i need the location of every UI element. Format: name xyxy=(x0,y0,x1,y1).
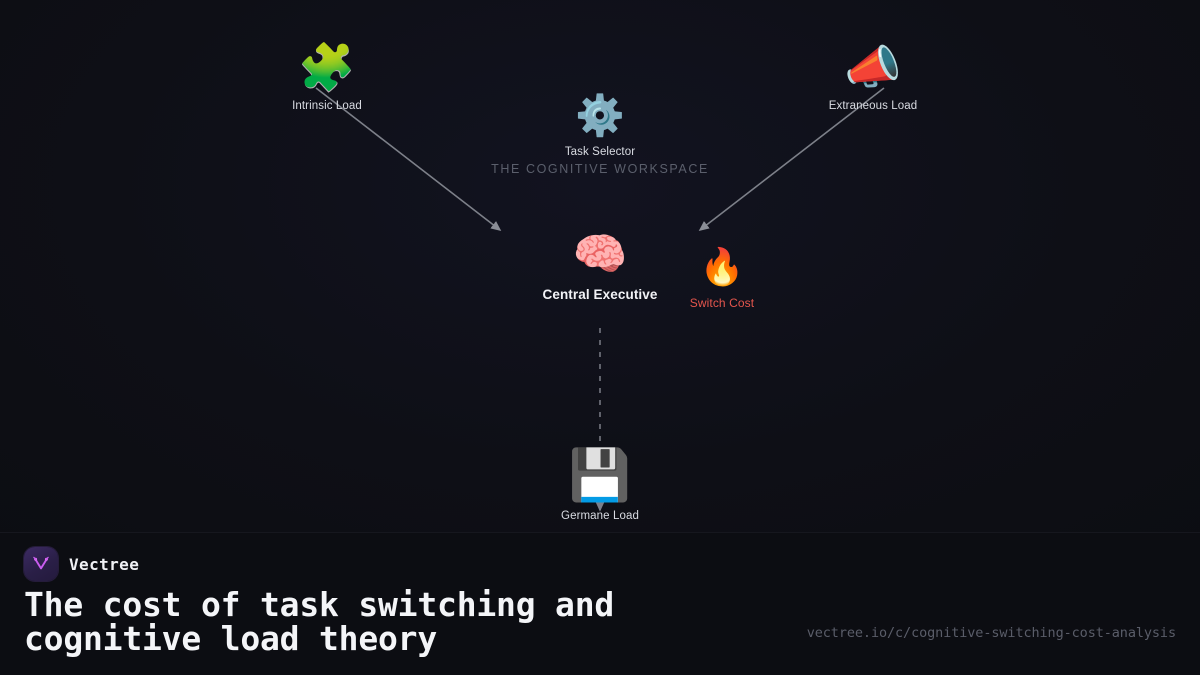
node-switch-cost[interactable]: 🔥 Switch Cost xyxy=(632,247,812,311)
brand-name: Vectree xyxy=(69,554,140,574)
fire-icon: 🔥 xyxy=(699,247,745,288)
share-url[interactable]: vectree.io/c/cognitive-switching-cost-an… xyxy=(806,625,1176,641)
diagram-canvas: 🧩 Intrinsic Load ⚙️ Task Selector THE CO… xyxy=(0,0,1200,532)
node-label-germane-load: Germane Load xyxy=(561,510,639,522)
node-label-task-selector: Task Selector xyxy=(564,146,636,158)
megaphone-icon: 📣 xyxy=(844,40,902,94)
vectree-tree-logo-icon xyxy=(24,547,58,581)
node-label-switch-cost: Switch Cost xyxy=(689,296,755,310)
footer-bar: Vectree The cost of task switching and c… xyxy=(0,532,1200,675)
gear-icon: ⚙️ xyxy=(575,93,625,139)
node-label-intrinsic-load: Intrinsic Load xyxy=(292,100,362,112)
node-label-extraneous-load: Extraneous Load xyxy=(828,100,918,112)
brain-icon: 🧠 xyxy=(572,229,628,280)
node-task-selector[interactable]: ⚙️ Task Selector THE COGNITIVE WORKSPACE xyxy=(491,93,707,176)
headline-title: The cost of task switching and cognitive… xyxy=(24,585,615,658)
brand-row[interactable]: Vectree xyxy=(24,547,139,581)
node-label-central-executive: Central Executive xyxy=(542,287,658,302)
puzzle-piece-icon: 🧩 xyxy=(298,40,356,94)
floppy-disk-icon: 💾 xyxy=(568,446,632,504)
node-intrinsic-load[interactable]: 🧩 Intrinsic Load xyxy=(237,44,417,112)
workspace-subtitle: THE COGNITIVE WORKSPACE xyxy=(491,162,709,176)
node-extraneous-load[interactable]: 📣 Extraneous Load xyxy=(783,44,963,112)
node-central-executive[interactable]: 🧠 Central Executive xyxy=(510,229,690,303)
node-germane-load[interactable]: 💾 Germane Load xyxy=(510,450,690,522)
